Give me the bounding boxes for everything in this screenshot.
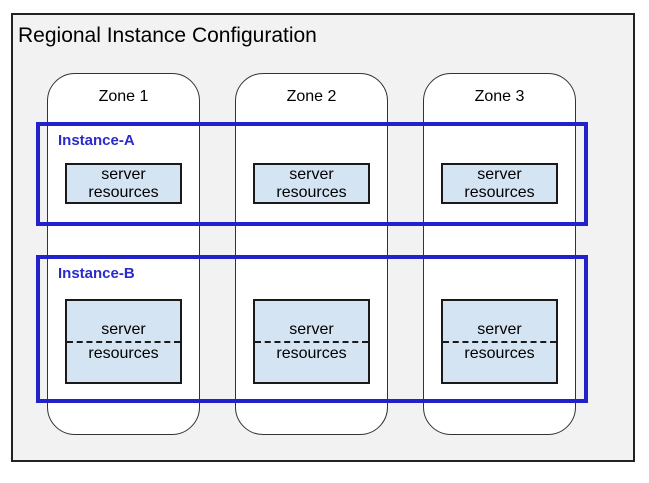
instance-b-box: Instance-B xyxy=(36,255,588,403)
server-resources-label: resources xyxy=(464,183,535,201)
server-resources-label: resources xyxy=(464,344,535,362)
server-resources-box-b3: server resources xyxy=(441,299,558,384)
diagram-title: Regional Instance Configuration xyxy=(18,24,317,47)
dashed-split-line xyxy=(67,340,180,343)
instance-a-label: Instance-A xyxy=(58,132,135,149)
server-resources-label: resources xyxy=(276,344,347,362)
server-resources-label: server xyxy=(477,320,522,338)
server-resources-box-a2: server resources xyxy=(253,163,370,204)
instance-a-box: Instance-A xyxy=(36,122,588,226)
server-resources-label: resources xyxy=(276,183,347,201)
server-resources-label: server xyxy=(101,320,146,338)
dashed-split-line xyxy=(443,340,556,343)
server-resources-box-b2: server resources xyxy=(253,299,370,384)
instance-b-label: Instance-B xyxy=(58,265,135,282)
server-resources-label: server xyxy=(477,165,522,183)
zone-1-label: Zone 1 xyxy=(98,88,149,105)
server-resources-box-b1: server resources xyxy=(65,299,182,384)
server-resources-label: server xyxy=(289,320,334,338)
server-resources-label: server xyxy=(289,165,334,183)
server-resources-label: resources xyxy=(88,183,159,201)
server-resources-label: resources xyxy=(88,344,159,362)
dashed-split-line xyxy=(255,340,368,343)
server-resources-label: server xyxy=(101,165,146,183)
server-resources-box-a1: server resources xyxy=(65,163,182,204)
server-resources-box-a3: server resources xyxy=(441,163,558,204)
zone-2-label: Zone 2 xyxy=(286,88,337,105)
zone-3-label: Zone 3 xyxy=(474,88,525,105)
